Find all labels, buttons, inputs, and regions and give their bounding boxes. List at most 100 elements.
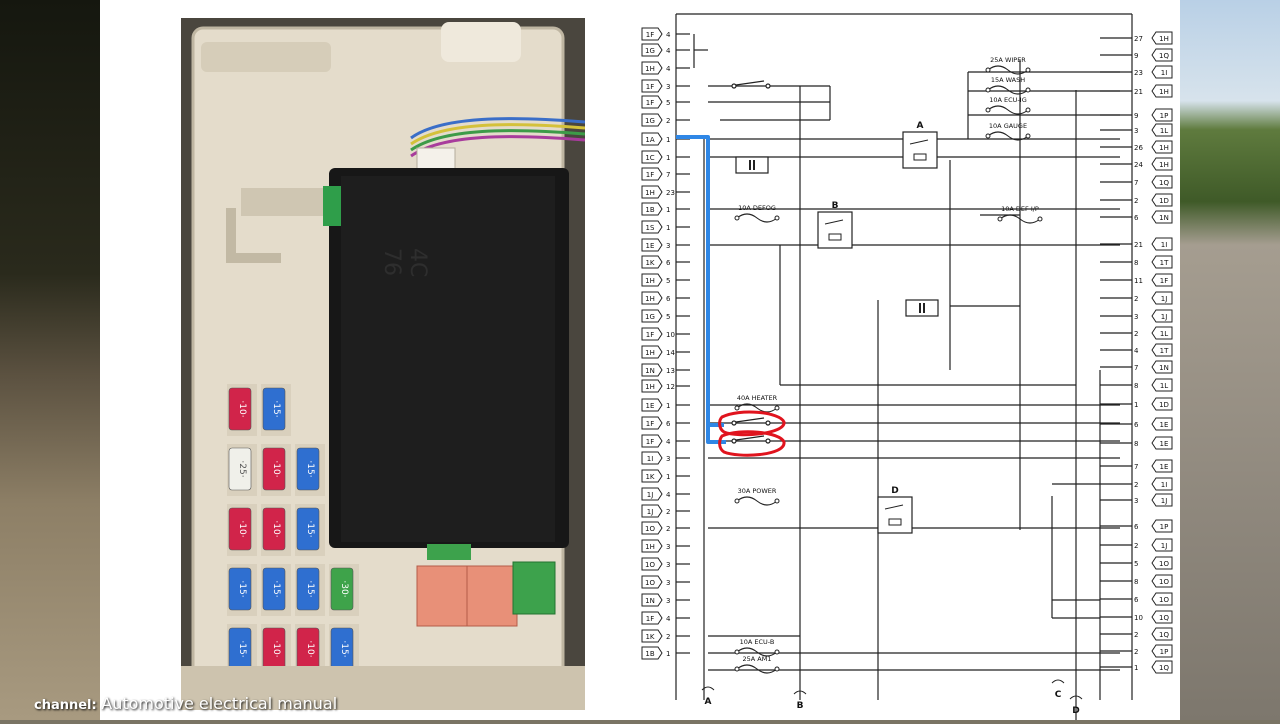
left-connector: 1H 23 [641,185,675,199]
connector-label: 1L [1160,330,1168,338]
pin-number: 1 [1134,401,1138,409]
fuse: ·30· [329,564,359,616]
pin-number: 24 [1134,161,1143,169]
pin-number: 2 [1134,330,1138,338]
pin-number: 9 [1134,52,1138,60]
left-connector: 1H 12 [641,379,675,393]
connector-label: 1N [645,367,655,375]
fuse-label: 10A DEF I/P [1001,205,1039,213]
bottom-label: D [1072,706,1079,716]
channel-name: Automotive electrical manual [101,694,338,713]
bottom-label: B [797,701,804,711]
connector-label: 1C [645,154,654,162]
connector-label: 1Q [1159,614,1169,622]
fuse: ·10· [261,504,291,556]
connector-label: 1H [645,65,655,73]
right-connector: 10 1Q [1134,610,1173,624]
fuse: ·15· [295,444,325,496]
fuse-rating: ·10· [237,520,247,537]
pin-number: 8 [1134,382,1138,390]
fuse-rating: ·15· [237,580,247,597]
pin-number: 10 [1134,614,1143,622]
relay-label: B [832,201,839,211]
left-connector: 1N 13 [641,363,675,377]
connector-label: 1H [645,383,655,391]
fuse-label: 15A WASH [991,76,1025,84]
connector-label: 1L [1160,127,1168,135]
pin-number: 6 [666,295,671,303]
pin-number: 14 [666,349,675,357]
schematic-fuse: 30A POWER [734,487,780,506]
pin-number: 2 [1134,481,1138,489]
pin-number: 4 [666,47,671,55]
continuation-label: C [1051,679,1065,700]
fuse-box-illustration: 4C76 ·10··15··25··10··15··10··10··15··15… [181,18,585,710]
connector-label: 1J [1161,497,1168,505]
pin-number: 2 [666,633,670,641]
pin-number: 1 [666,154,670,162]
pin-number: 3 [666,455,670,463]
relay: D [877,486,913,534]
pin-number: 4 [666,615,671,623]
connector-label: 1H [645,189,655,197]
fuse: ·10· [261,444,291,496]
fuse-rating: ·15· [271,580,281,597]
pin-number: 1 [1134,664,1138,672]
connector-label: 1O [645,579,655,587]
schematic-fuse: 10A ECU-IG [985,96,1031,115]
connector-label: 1K [645,259,654,267]
pin-number: 21 [1134,88,1143,96]
fuse: ·15· [261,384,291,436]
pin-number: 2 [666,117,670,125]
connector-label: 1F [646,331,654,339]
continuation-label: D [1069,695,1083,716]
pin-number: 12 [666,383,675,391]
connector-label: 1A [645,136,654,144]
connector-label: 1N [645,597,655,605]
connector-label: 1F [646,83,654,91]
connector-label: 1N [1159,364,1169,372]
pin-number: 6 [1134,421,1139,429]
connector-label: 1B [645,206,654,214]
connector-label: 1J [1161,313,1168,321]
pin-number: 1 [666,473,670,481]
pin-number: 2 [1134,631,1138,639]
pin-number: 7 [1134,179,1138,187]
pin-number: 5 [1134,560,1138,568]
pin-number: 13 [666,367,675,375]
connector-label: 1E [1160,463,1169,471]
pin-number: 23 [666,189,675,197]
fuse: ·15· [261,564,291,616]
bottom-label: C [1055,690,1062,700]
pin-number: 11 [1134,277,1143,285]
pin-number: 21 [1134,241,1143,249]
